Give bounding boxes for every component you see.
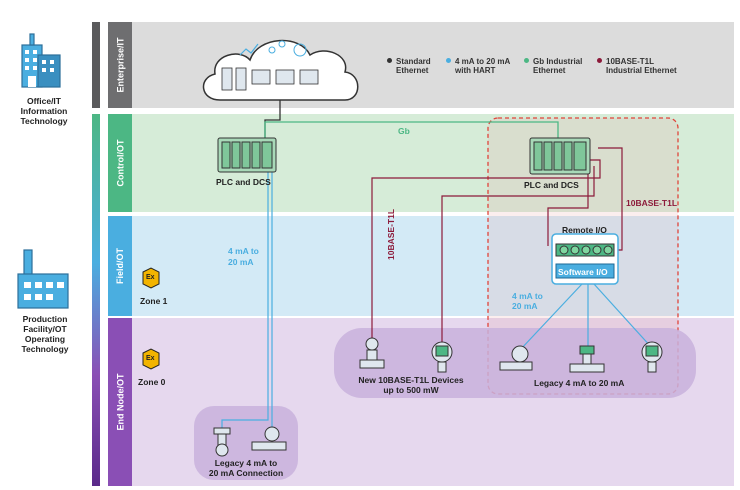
legacy-right-label: Legacy 4 mA to 20 mA: [534, 378, 625, 388]
t1l-right-label: 10BASE-T1L: [626, 198, 678, 208]
legend-dot: [597, 58, 602, 63]
office-building-icon: [21, 33, 61, 88]
zone1-label: Zone 1: [140, 296, 168, 306]
tab-enterprise: Enterprise/IT: [108, 22, 132, 108]
t1l-transmitter-icon: [431, 341, 453, 373]
field-band: [108, 216, 734, 316]
plc-left-icon: [217, 137, 277, 173]
cloud-icon: [202, 39, 359, 101]
remote-io-icon: [551, 233, 619, 285]
t1l-vertical-label: 10BASE-T1L: [386, 208, 396, 260]
plc-right-label: PLC and DCS: [524, 180, 579, 190]
legacy-valve-icon: [499, 345, 533, 371]
legend-dot: [446, 58, 451, 63]
plc-left-label: PLC and DCS: [216, 177, 271, 187]
gb-label: Gb: [398, 126, 410, 136]
ex-zone0-text: Ex: [146, 355, 155, 362]
ex-zone0-icon: [142, 348, 160, 370]
it-side-bar: [92, 22, 100, 108]
plc-right-icon: [529, 137, 591, 175]
tab-control: Control/OT: [108, 114, 132, 212]
legacy-left-valve-icon: [213, 427, 231, 457]
tab-endnode: End Node/OT: [108, 318, 132, 486]
legacy-transmitter-icon: [641, 341, 663, 373]
factory-icon: [17, 249, 69, 309]
legacy-left-meter-icon: [251, 426, 287, 451]
t1l-flowmeter-icon: [359, 337, 385, 369]
ot-side-bar: [92, 114, 100, 486]
zone0-label: Zone 0: [138, 377, 166, 387]
legend-dot: [387, 58, 392, 63]
remote-io-label: Remote I/O: [562, 225, 607, 235]
legacy-flowmeter-icon: [569, 345, 605, 373]
legend-dot: [524, 58, 529, 63]
software-io-label: Software I/O: [558, 267, 608, 277]
control-band: [108, 114, 734, 212]
ex-zone1-icon: [142, 267, 160, 289]
ex-zone1-text: Ex: [146, 274, 155, 281]
tab-field: Field/OT: [108, 216, 132, 316]
